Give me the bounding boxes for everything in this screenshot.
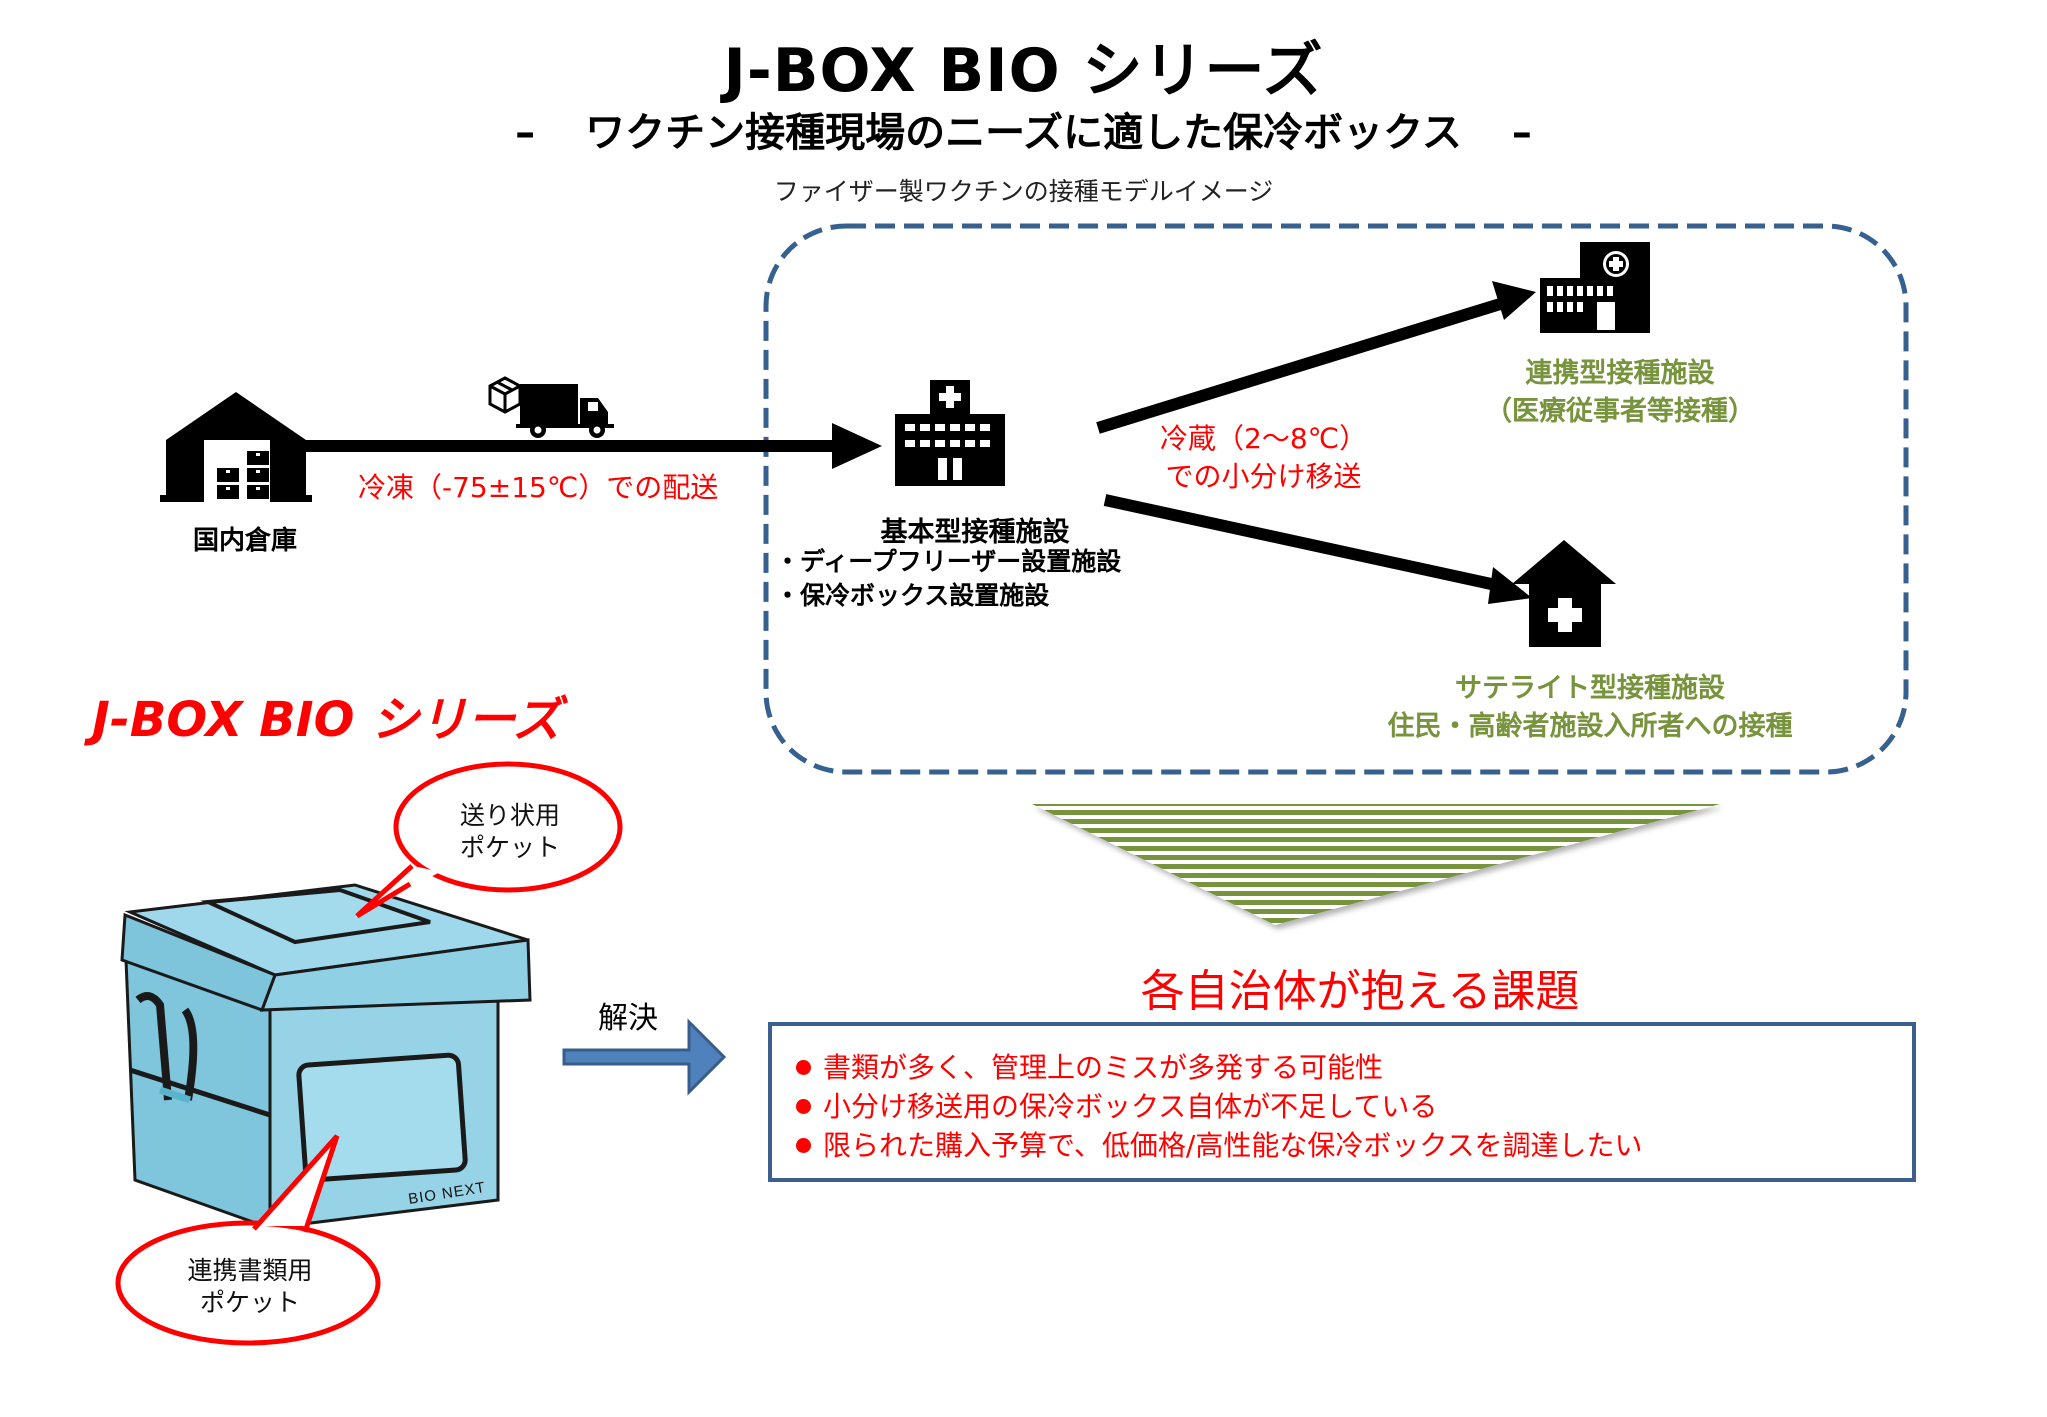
model-caption: ファイザー製ワクチンの接種モデルイメージ	[773, 177, 1274, 206]
satellite-facility-title: サテライト型接種施設	[1455, 673, 1725, 704]
callout-bottom-text: 連携書類用 ポケット	[165, 1255, 335, 1319]
page-title: J-BOX BIO シリーズ	[723, 36, 1324, 106]
subtitle-text: ワクチン接種現場のニーズに適した保冷ボックス	[585, 110, 1462, 156]
freeze-transport-arrow	[292, 423, 882, 469]
linked-facility-title: 連携型接種施設	[1525, 358, 1715, 389]
subtitle-dash-left: –	[515, 110, 536, 156]
callout-bubble-top	[355, 761, 623, 919]
page-subtitle: – ワクチン接種現場のニーズに適した保冷ボックス –	[0, 100, 2047, 158]
medical-house-icon	[1512, 540, 1616, 647]
hub-facility-list: ・ディープフリーザー設置施設 ・保冷ボックス設置施設	[775, 545, 1121, 613]
issues-title: 各自治体が抱える課題	[1140, 966, 1580, 1017]
bullet-icon	[796, 1060, 811, 1075]
distribution-region-border	[763, 223, 1909, 775]
issue-item: 限られた購入予算で、低価格/高性能な保冷ボックスを調達したい	[796, 1126, 1912, 1165]
issues-list: 書類が多く、管理上のミスが多発する可能性 小分け移送用の保冷ボックス自体が不足し…	[772, 1026, 1912, 1165]
solve-label: 解決	[598, 1001, 658, 1036]
issue-text: 書類が多く、管理上のミスが多発する可能性	[823, 1051, 1384, 1084]
callout-top-text: 送り状用 ポケット	[430, 800, 590, 864]
bullet-icon	[796, 1138, 811, 1153]
truck-icon	[516, 384, 614, 438]
arrow-to-linked-facility	[1096, 281, 1536, 434]
linked-facility-label: 連携型接種施設 （医療従事者等接種）	[1420, 355, 1820, 431]
callout-bubble-bottom	[115, 1134, 381, 1346]
hub-facility-title: 基本型接種施設	[880, 517, 1070, 548]
issue-item: 小分け移送用の保冷ボックス自体が不足している	[796, 1087, 1912, 1126]
series-label: J-BOX BIO シリーズ	[92, 692, 561, 748]
issues-box: 書類が多く、管理上のミスが多発する可能性 小分け移送用の保冷ボックス自体が不足し…	[768, 1022, 1916, 1182]
arrow-to-satellite-facility	[1103, 494, 1532, 604]
hub-item-deep-freezer: ・ディープフリーザー設置施設	[775, 547, 1122, 576]
satellite-facility-label: サテライト型接種施設 住民・高齢者施設入所者への接種	[1330, 670, 1850, 746]
subtitle-dash-right: –	[1511, 110, 1532, 156]
warehouse-label: 国内倉庫	[192, 526, 297, 556]
issue-text: 小分け移送用の保冷ボックス自体が不足している	[823, 1090, 1438, 1123]
chill-transfer-label: 冷蔵（2〜8℃） での小分け移送	[1160, 420, 1367, 496]
chill-transfer-line2: での小分け移送	[1165, 460, 1362, 493]
warehouse-icon	[160, 392, 312, 502]
bullet-icon	[796, 1099, 811, 1114]
package-icon	[488, 376, 522, 414]
satellite-facility-note: 住民・高齢者施設入所者への接種	[1387, 711, 1793, 742]
callout-top-line1: 送り状用	[459, 801, 560, 830]
issues-down-arrow	[1032, 804, 1720, 925]
solve-arrow	[562, 1018, 727, 1096]
freeze-transport-label: 冷凍（-75±15℃）での配送	[358, 471, 719, 504]
issue-item: 書類が多く、管理上のミスが多発する可能性	[796, 1048, 1912, 1087]
linked-facility-note: （医療従事者等接種）	[1485, 396, 1755, 427]
callout-bottom-line1: 連携書類用	[187, 1256, 313, 1285]
hospital-icon	[895, 380, 1005, 486]
chill-transfer-line1: 冷蔵（2〜8℃）	[1160, 422, 1368, 455]
issue-text: 限られた購入予算で、低価格/高性能な保冷ボックスを調達したい	[823, 1129, 1643, 1162]
clinic-icon	[1540, 242, 1650, 333]
callout-top-line2: ポケット	[459, 833, 560, 862]
hub-item-cooler-box: ・保冷ボックス設置施設	[775, 581, 1050, 610]
cooler-box-image	[120, 883, 532, 1231]
callout-bottom-line2: ポケット	[199, 1288, 300, 1317]
